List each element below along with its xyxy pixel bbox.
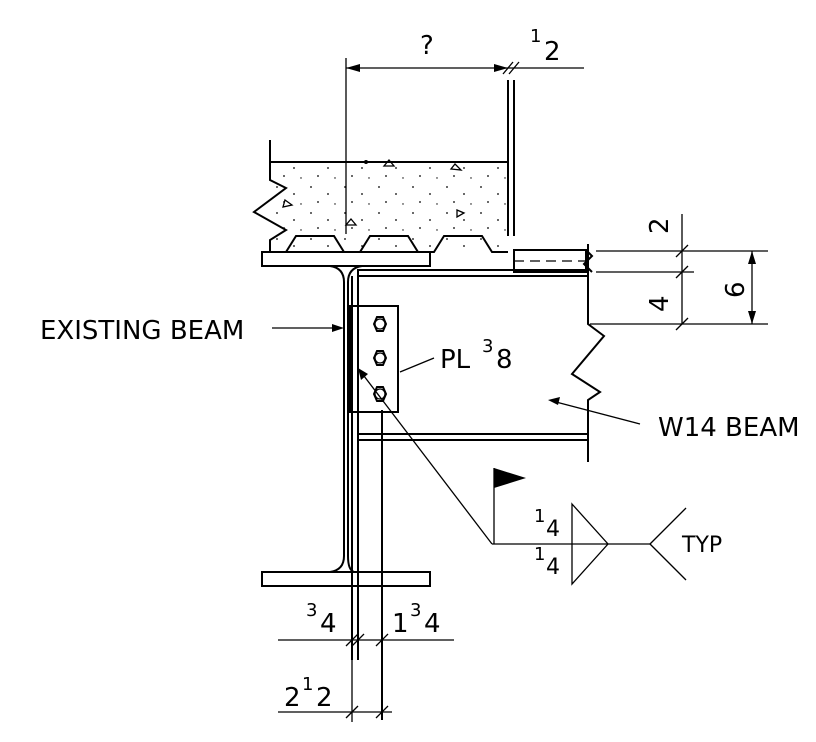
bolt-icon — [372, 350, 388, 366]
top-right-den: 2 — [544, 37, 561, 67]
right-dim-4: 4 — [645, 295, 675, 312]
top-right-num: 1 — [530, 26, 541, 47]
weld-top-den: 4 — [546, 517, 560, 542]
bottom-right-whole: 1 — [392, 609, 409, 639]
concrete-slab — [252, 80, 515, 252]
plate-callout: PL 3 8 — [399, 336, 513, 375]
existing-beam-label: EXISTING BEAM — [40, 316, 244, 346]
right-dimensions: 2 4 6 — [590, 214, 768, 331]
metal-deck — [285, 235, 508, 253]
existing-beam-callout: EXISTING BEAM — [40, 316, 344, 346]
weld-bot-den: 4 — [546, 555, 560, 580]
bottom-dimensions: 3 4 1 3 4 2 1 2 — [278, 600, 454, 722]
top-width-dim: ? — [420, 31, 434, 61]
bottom-right-den: 4 — [424, 609, 441, 639]
weld-symbol: 1 4 1 4 TYP — [358, 368, 722, 586]
weld-bot-num: 1 — [534, 544, 545, 565]
bottom-left-den: 4 — [320, 609, 337, 639]
top-dimension: ? 1 2 — [345, 26, 584, 234]
weld-note-typ: TYP — [681, 533, 722, 558]
bolt-icon — [372, 316, 388, 332]
field-weld-flag-icon — [494, 468, 526, 488]
bottom-total-num: 1 — [302, 674, 313, 695]
plate-symbol: PL — [440, 345, 471, 375]
plate-thickness-num: 3 — [482, 336, 493, 357]
bottom-right-num: 3 — [410, 600, 421, 621]
right-dim-6: 6 — [721, 281, 751, 298]
weld-top-num: 1 — [534, 506, 545, 527]
w14-callout: W14 BEAM — [548, 397, 800, 443]
plate-thickness-den: 8 — [496, 345, 513, 375]
shear-plate — [349, 305, 399, 413]
bottom-total-whole: 2 — [284, 683, 301, 713]
bottom-left-num: 3 — [306, 600, 317, 621]
w14-beam-elevation — [351, 244, 606, 720]
right-dim-2: 2 — [645, 217, 675, 234]
bottom-total-den: 2 — [316, 683, 333, 713]
bolt-icon — [372, 386, 388, 402]
existing-beam-section — [261, 251, 431, 587]
w14-beam-label: W14 BEAM — [658, 413, 800, 443]
